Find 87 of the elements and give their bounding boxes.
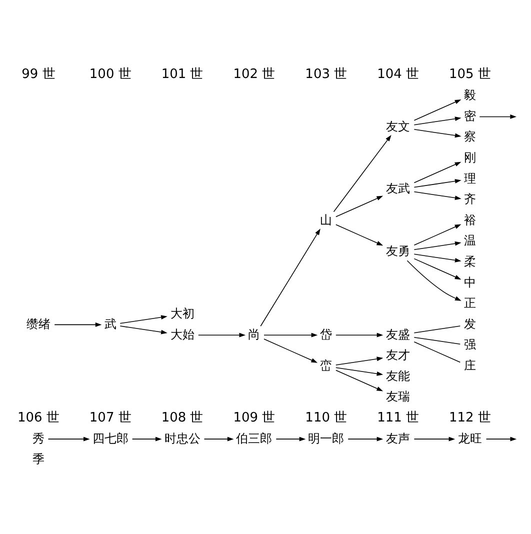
connector — [414, 340, 461, 362]
node-text: 察 — [464, 129, 476, 144]
arrow — [336, 356, 384, 365]
node-text: 大初 — [170, 306, 194, 320]
node-text: 岱 — [320, 326, 332, 341]
label: 110 世 — [305, 410, 348, 425]
node-text: 友勇 — [386, 244, 410, 258]
node-text: 刚 — [464, 150, 476, 164]
arrow — [260, 228, 320, 326]
label: 111 世 — [377, 410, 420, 425]
arrow — [336, 366, 384, 376]
node-text: 友文 — [386, 118, 410, 133]
node-text: 正 — [464, 296, 476, 310]
arrow — [276, 436, 306, 441]
arrow — [333, 134, 392, 212]
connector — [414, 325, 461, 333]
label: 99 世 — [22, 66, 56, 82]
arrow — [198, 332, 246, 337]
node-text: 时忠公 — [164, 430, 200, 445]
arrow — [414, 240, 462, 250]
node-text: 明一郎 — [308, 430, 344, 445]
node-text: 山 — [320, 212, 332, 226]
label: 104 世 — [377, 66, 420, 82]
node-text: 秀 — [32, 430, 44, 445]
arrow — [414, 116, 462, 125]
arrow — [414, 253, 462, 262]
label: 103 世 — [305, 66, 348, 82]
node-text: 温 — [464, 233, 476, 248]
node-text: 龙旺 — [458, 430, 482, 445]
node-text: 友瑞 — [386, 389, 410, 404]
node-text: 友能 — [386, 368, 410, 382]
node-text: 毅 — [464, 88, 476, 102]
node-text: 武 — [104, 316, 116, 330]
node-text: 缵绪 — [26, 316, 50, 330]
arrow — [120, 314, 168, 324]
label: 108 世 — [161, 410, 204, 425]
arrow — [406, 260, 462, 300]
node-text: 友才 — [386, 348, 410, 362]
label: 101 世 — [161, 66, 204, 82]
node-text: 伯三郎 — [236, 430, 272, 445]
label: 102 世 — [233, 66, 276, 82]
label: 109 世 — [233, 410, 276, 425]
arrow — [48, 436, 90, 441]
label: 100 世 — [89, 66, 132, 82]
arrow — [414, 436, 456, 441]
arrow — [414, 258, 462, 280]
node-text: 密 — [464, 108, 476, 122]
arrow — [204, 436, 234, 441]
arrow — [479, 114, 516, 118]
node-text: 尚 — [248, 326, 260, 341]
arrow — [414, 224, 462, 246]
arrow — [414, 128, 462, 138]
node-text: 友盛 — [386, 326, 410, 341]
arrow — [336, 332, 384, 337]
arrow — [54, 322, 102, 326]
node-text: 裕 — [464, 212, 476, 226]
label: 107 世 — [89, 410, 132, 425]
node-text: 季 — [32, 452, 44, 466]
node-text: 柔 — [464, 254, 476, 268]
arrow — [132, 436, 162, 441]
arrow — [414, 98, 462, 120]
node-text: 发 — [464, 316, 476, 330]
arrow — [336, 369, 384, 391]
arrow — [348, 436, 384, 441]
arrow — [120, 325, 168, 334]
arrow — [336, 224, 384, 246]
connector — [414, 336, 461, 344]
arrow — [414, 178, 462, 188]
node-text: 理 — [464, 170, 476, 185]
node-text: 友武 — [386, 181, 410, 196]
node-text: 齐 — [464, 192, 476, 206]
arrow — [264, 332, 318, 337]
label: 105 世 — [449, 66, 491, 82]
node-text: 四七郎 — [92, 430, 128, 445]
arrow — [264, 338, 318, 362]
label: 106 世 — [18, 410, 60, 425]
arrow — [486, 436, 517, 441]
arrow — [414, 190, 462, 200]
node-text: 大始 — [170, 326, 194, 341]
arrow — [336, 195, 384, 217]
arrow — [414, 161, 462, 183]
node-text: 强 — [464, 337, 476, 352]
label: 112 世 — [449, 410, 491, 425]
node-text: 中 — [464, 274, 476, 289]
node-text: 庄 — [464, 358, 476, 372]
node-text: 友声 — [386, 430, 410, 445]
node-text: 峦 — [320, 358, 332, 372]
